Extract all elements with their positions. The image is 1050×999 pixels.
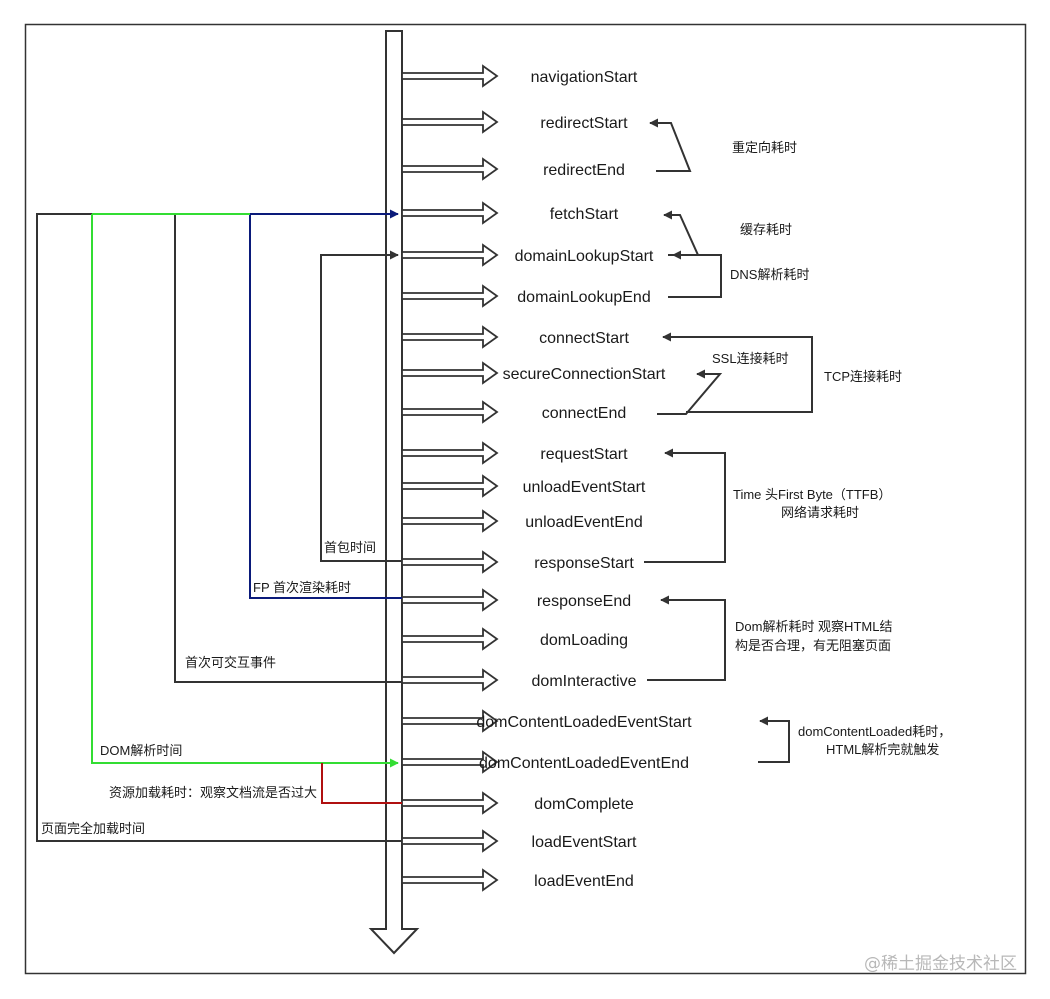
first-packet-note: 首包时间 <box>324 540 376 555</box>
event-arrow-navigationStart <box>401 64 499 88</box>
event-arrows <box>401 64 499 892</box>
event-label-navigationStart: navigationStart <box>531 69 638 86</box>
resource-load-note: 资源加载耗时：观察文档流是否过大 <box>109 785 317 800</box>
event-label-redirectStart: redirectStart <box>540 115 628 132</box>
dns-note: DNS解析耗时 <box>730 267 809 282</box>
dom-parse-bracket <box>647 595 726 681</box>
event-arrow-loadEventStart <box>401 829 499 853</box>
fp-connector <box>249 209 402 599</box>
event-arrow-domInteractive <box>401 668 499 692</box>
event-arrow-unloadEventStart <box>401 474 499 498</box>
event-arrow-domComplete <box>401 791 499 815</box>
event-label-domInteractive: domInteractive <box>532 673 637 690</box>
event-arrow-domLoading <box>401 627 499 651</box>
cache-bracket <box>663 210 700 256</box>
event-label-responseStart: responseStart <box>534 555 634 572</box>
dom-parse-note-line2: 构是否合理，有无阻塞页面 <box>735 638 891 653</box>
event-arrow-requestStart <box>401 441 499 465</box>
event-label-requestStart: requestStart <box>540 446 628 463</box>
event-label-domComplete: domComplete <box>534 796 634 813</box>
dns-bracket <box>668 250 722 298</box>
redirect-bracket <box>649 118 692 172</box>
event-label-loadEventStart: loadEventStart <box>532 834 638 851</box>
page-load-note: 页面完全加载时间 <box>41 821 145 836</box>
dom-parse-note-line1: Dom解析耗时 观察HTML结 <box>735 619 892 634</box>
event-arrow-connectStart <box>401 325 499 349</box>
event-label-redirectEnd: redirectEnd <box>543 162 625 179</box>
dom-parse-connector <box>91 213 398 763</box>
dom-parse-time-note: DOM解析时间 <box>100 743 182 758</box>
event-label-loadEventEnd: loadEventEnd <box>534 873 634 890</box>
event-label-connectEnd: connectEnd <box>542 405 627 422</box>
ttfb-note-line2: 网络请求耗时 <box>781 505 859 520</box>
ttfb-bracket <box>644 448 726 563</box>
event-arrow-redirectEnd <box>401 157 499 181</box>
event-label-connectStart: connectStart <box>539 330 629 347</box>
first-interactive-connector <box>174 214 402 683</box>
event-arrow-redirectStart <box>401 110 499 134</box>
dcl-note-line2: HTML解析完就触发 <box>826 742 939 757</box>
cache-note: 缓存耗时 <box>740 222 792 237</box>
event-arrow-domainLookupStart <box>401 243 499 267</box>
event-arrow-fetchStart <box>401 201 499 225</box>
event-label-domContentLoadedEventStart: domContentLoadedEventStart <box>476 714 692 731</box>
event-label-domContentLoadedEventEnd: domContentLoadedEventEnd <box>479 755 689 772</box>
page-load-connector <box>36 213 402 842</box>
resource-load-connector <box>321 763 402 804</box>
event-arrow-responseStart <box>401 550 499 574</box>
event-arrow-connectEnd <box>401 400 499 424</box>
event-arrow-domContentLoadedEventEnd <box>401 750 499 774</box>
redirect-note: 重定向耗时 <box>732 140 797 155</box>
event-label-responseEnd: responseEnd <box>537 593 631 610</box>
event-label-domainLookupEnd: domainLookupEnd <box>517 289 650 306</box>
ttfb-note-line1: Time 头First Byte（TTFB） <box>733 487 891 502</box>
event-label-fetchStart: fetchStart <box>550 206 619 223</box>
event-arrow-loadEventEnd <box>401 868 499 892</box>
watermark: @稀土掘金技术社区 <box>864 954 1017 974</box>
event-label-secureConnectionStart: secureConnectionStart <box>503 366 666 383</box>
tcp-bracket <box>662 332 813 413</box>
event-label-domLoading: domLoading <box>540 632 628 649</box>
event-label-unloadEventEnd: unloadEventEnd <box>525 514 642 531</box>
event-arrow-responseEnd <box>401 588 499 612</box>
event-labels: navigationStart redirectStart redirectEnd f… <box>476 69 692 890</box>
first-packet-connector <box>320 250 402 562</box>
event-arrow-secureConnectionStart <box>401 361 499 385</box>
tcp-note: TCP连接耗时 <box>824 369 902 384</box>
dcl-bracket <box>758 716 790 763</box>
event-label-domainLookupStart: domainLookupStart <box>515 248 654 265</box>
timeline-arrow <box>368 30 420 955</box>
fp-note: FP 首次渲染耗时 <box>253 580 351 595</box>
ssl-bracket <box>657 369 723 415</box>
ssl-note: SSL连接耗时 <box>712 351 789 366</box>
diagram-frame <box>24 23 1027 975</box>
event-arrow-domainLookupEnd <box>401 284 499 308</box>
event-arrow-unloadEventEnd <box>401 509 499 533</box>
event-label-unloadEventStart: unloadEventStart <box>523 479 646 496</box>
dcl-note-line1: domContentLoaded耗时， <box>798 724 951 739</box>
first-interactive-note: 首次可交互事件 <box>185 655 276 670</box>
event-arrow-domContentLoadedEventStart <box>401 709 499 733</box>
